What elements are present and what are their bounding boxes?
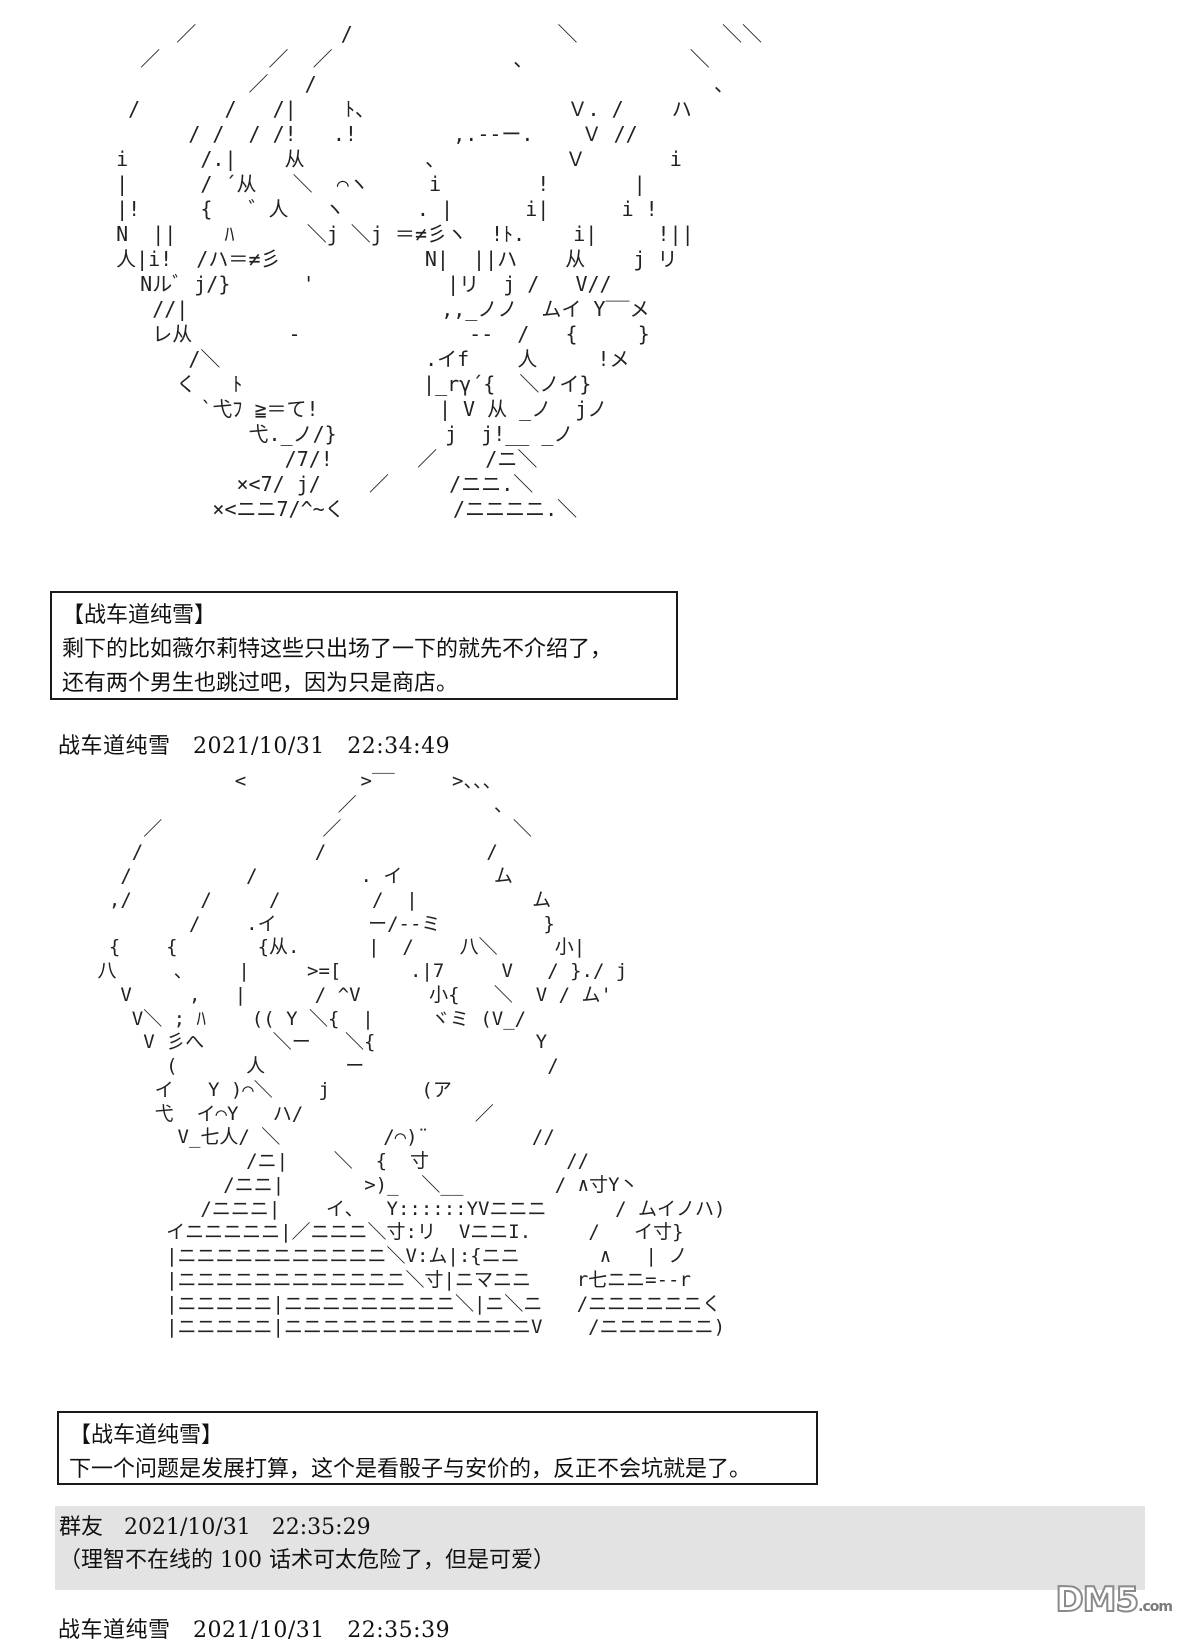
reader-comment: 群友 2021/10/31 22:35:29 （理智不在线的 100 话术可太危…: [55, 1506, 1145, 1590]
dialogue-line: 还有两个男生也跳过吧，因为只是商店。: [62, 671, 459, 696]
dialogue-box-1: 【战车道纯雪】 剩下的比如薇尔莉特这些只出场了一下的就先不介绍了， 还有两个男生…: [50, 591, 678, 700]
watermark-text: DM5: [1054, 1579, 1140, 1621]
ascii-art-character-1: ／ / ＼ ＼＼ ／ ／ ／ 、 ＼ ／ / 、 / / /| ﾄ、 Ｖ. / …: [116, 22, 763, 521]
comment-header: 群友 2021/10/31 22:35:29: [59, 1515, 371, 1540]
ascii-art-character-2: < >‾‾ >、、、 ／ 、 ／ ／ ＼ / / / / / . イ ム ,/ …: [97, 770, 726, 1339]
post-header-1: 战车道纯雪 2021/10/31 22:34:49: [58, 734, 451, 759]
dialogue-speaker: 【战车道纯雪】: [69, 1423, 224, 1448]
watermark-suffix: .com: [1138, 1599, 1173, 1615]
comment-text: （理智不在线的 100 话术可太危险了，但是可爱）: [59, 1548, 555, 1573]
dialogue-box-2: 【战车道纯雪】 下一个问题是发展打算，这个是看骰子与安价的，反正不会坑就是了。: [57, 1411, 818, 1485]
dialogue-line: 剩下的比如薇尔莉特这些只出场了一下的就先不介绍了，: [62, 637, 613, 662]
dialogue-line: 下一个问题是发展打算，这个是看骰子与安价的，反正不会坑就是了。: [69, 1457, 752, 1482]
site-watermark-logo: DM5.com: [1054, 1579, 1173, 1621]
post-header-3: 战车道纯雪 2021/10/31 22:35:39: [58, 1618, 451, 1643]
dialogue-speaker: 【战车道纯雪】: [62, 603, 217, 628]
